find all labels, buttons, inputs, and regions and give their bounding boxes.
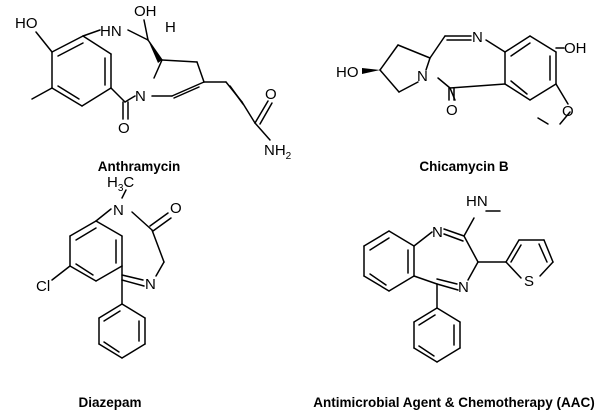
chicamycin-b-bonds [379, 35, 571, 125]
aac-atom-n-bottom: N [458, 279, 469, 296]
chicamycin-b-wedge-bond [362, 68, 380, 74]
aac-bonds [363, 210, 554, 363]
anthramycin-atom-h: H [165, 19, 176, 36]
diazepam-atom-cl: Cl [36, 278, 50, 295]
chicamycin-b-label: Chicamycin B [419, 159, 509, 174]
diazepam-h3c-c: C [123, 174, 134, 191]
diazepam-atom-n-methyl: N [113, 202, 124, 219]
diazepam-atom-n-imine: N [145, 276, 156, 293]
diazepam-h3c-subscript: 3 [118, 183, 124, 194]
anthramycin-structure: HO HN OH H N O O NH2 Anthramycin [15, 3, 292, 174]
anthramycin-atom-o-amide: O [265, 86, 277, 103]
aac-structure: N HN N S Antimicrobial Agent & Chemother… [313, 193, 595, 410]
anthramycin-nh2-subscript: 2 [286, 151, 292, 162]
anthramycin-atom-ho: HO [15, 15, 38, 32]
anthramycin-atom-hn: HN [100, 23, 122, 40]
chicamycin-b-atom-n-imine: N [472, 29, 483, 46]
anthramycin-nh2-main: NH [264, 142, 286, 159]
aac-atom-nh: HN [466, 193, 488, 210]
anthramycin-atom-n: N [135, 88, 146, 105]
diazepam-label: Diazepam [78, 395, 141, 410]
chicamycin-b-structure: N OH HO N O O Chicamycin B [336, 29, 587, 174]
chicamycin-b-atom-n: N [417, 68, 428, 85]
anthramycin-atom-oh: OH [134, 3, 157, 20]
anthramycin-label: Anthramycin [98, 159, 181, 174]
diazepam-bonds [51, 189, 172, 359]
chicamycin-b-atom-o-carbonyl: O [446, 102, 458, 119]
anthramycin-atom-nh2: NH2 [264, 142, 292, 162]
anthramycin-atom-o-carbonyl: O [118, 120, 130, 137]
diazepam-atom-o: O [170, 200, 182, 217]
chicamycin-b-atom-o-methoxy: O [562, 103, 574, 120]
aac-label: Antimicrobial Agent & Chemotherapy (AAC) [313, 395, 595, 410]
anthramycin-bonds [31, 19, 273, 141]
aac-atom-s: S [524, 273, 534, 290]
anthramycin-wedge-bond [148, 40, 162, 63]
chicamycin-b-atom-oh: OH [564, 40, 587, 57]
diazepam-atom-h3c: H3C [107, 174, 134, 194]
aac-nh-n: N [477, 193, 488, 210]
diazepam-structure: H3C N O Cl N Diazepam [36, 174, 182, 410]
aac-atom-n-top: N [432, 224, 443, 241]
chicamycin-b-atom-ho: HO [336, 64, 359, 81]
aac-nh-h: H [466, 193, 477, 210]
diazepam-h3c-h: H [107, 174, 118, 191]
